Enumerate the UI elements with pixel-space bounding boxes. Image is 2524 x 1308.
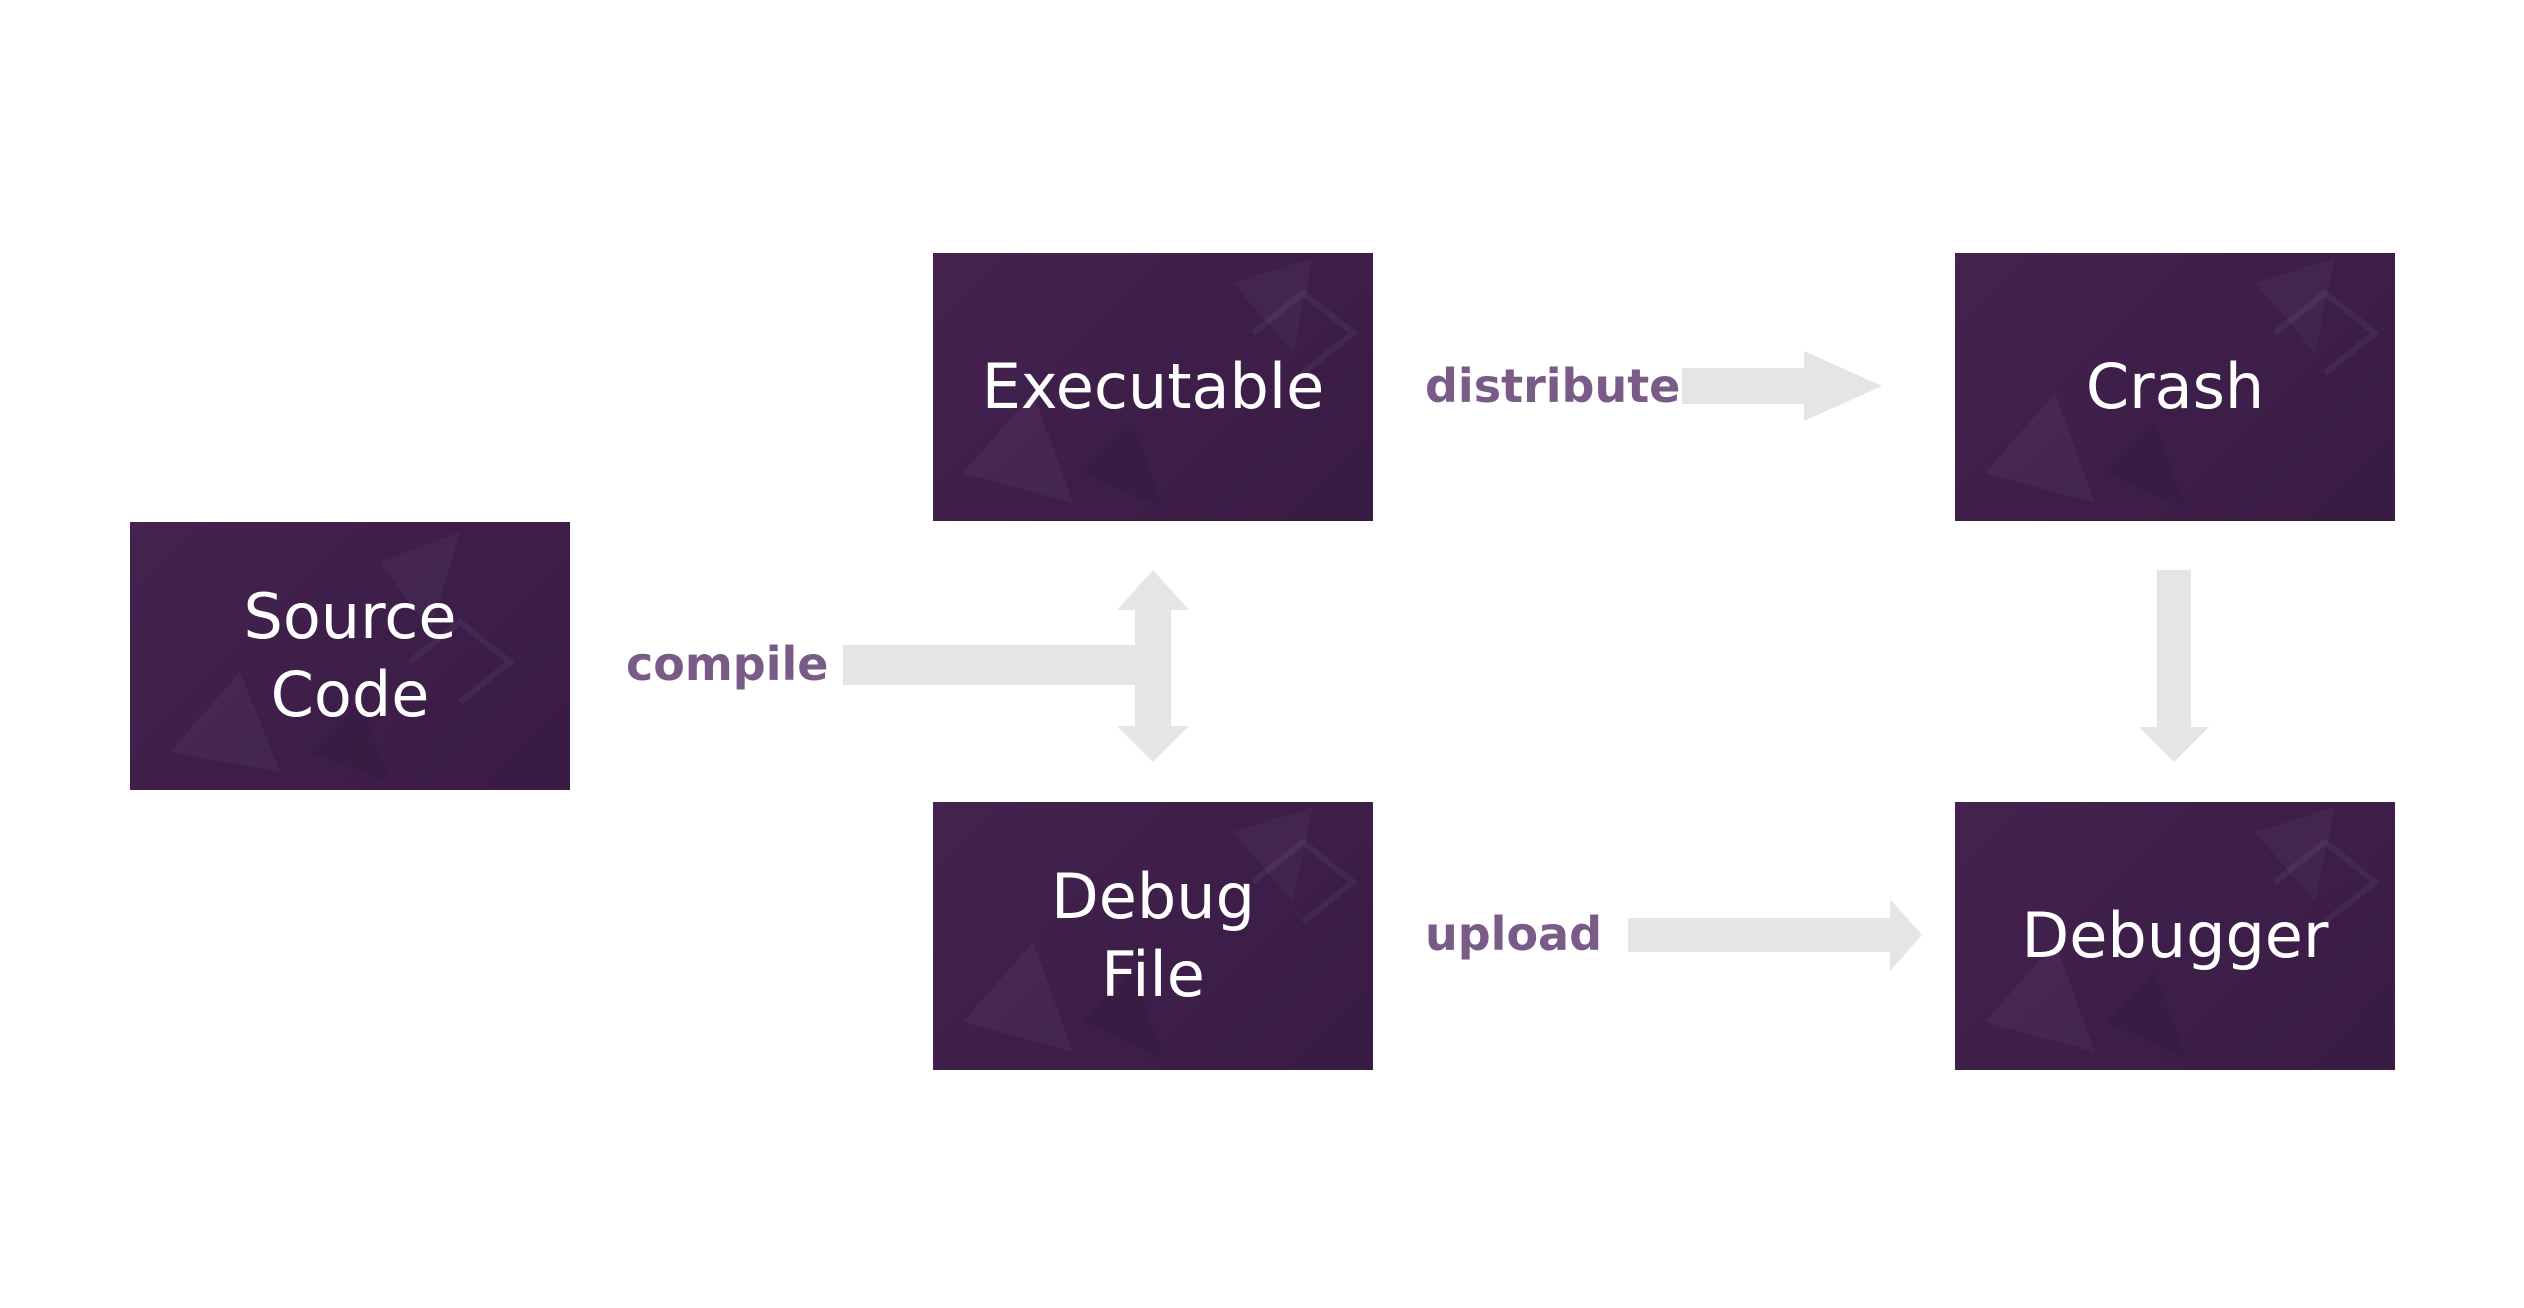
node-crash: Crash [1955, 253, 2395, 521]
node-debug-file: Debug File [933, 802, 1373, 1070]
edge-label-compile: compile [626, 637, 829, 691]
upload-arrow [1628, 899, 1922, 971]
node-pattern [963, 838, 1358, 1057]
node-label: Source Code [243, 580, 457, 731]
node-pattern [1985, 838, 2380, 1057]
distribute-arrow [1682, 351, 1882, 421]
compile-arrow [843, 570, 1189, 762]
node-label: Debug File [1051, 860, 1255, 1011]
node-debugger: Debugger [1955, 802, 2395, 1070]
node-pattern [170, 618, 515, 782]
edge-label-upload: upload [1425, 907, 1603, 961]
node-executable: Executable [933, 253, 1373, 521]
node-label: Executable [981, 350, 1325, 423]
node-label: Crash [2085, 350, 2265, 423]
node-source-code: Source Code [130, 522, 570, 790]
node-pattern [963, 289, 1358, 508]
crash-to-debugger-arrow [2139, 570, 2209, 762]
edge-label-distribute: distribute [1425, 359, 1681, 413]
node-pattern [1985, 289, 2380, 508]
node-label: Debugger [2021, 899, 2329, 972]
